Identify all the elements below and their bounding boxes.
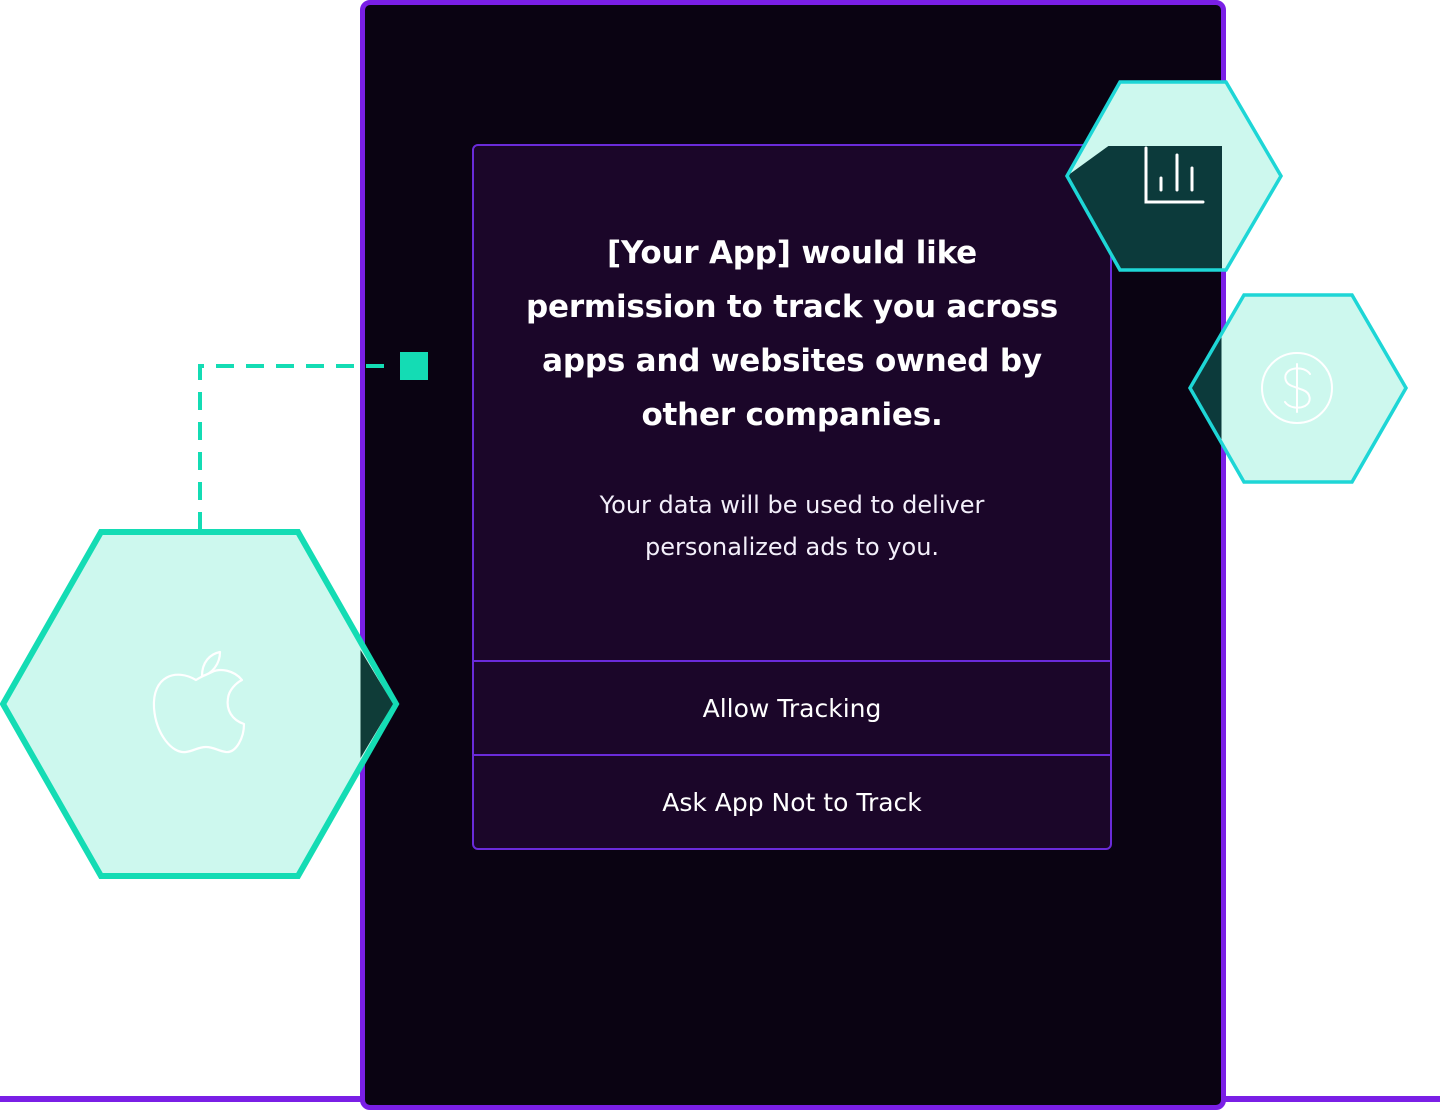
- divider: [474, 660, 1110, 662]
- dialog-message: Your data will be used to deliver person…: [599, 491, 985, 561]
- allow-tracking-button[interactable]: Allow Tracking: [702, 693, 882, 723]
- apple-logo-icon: [152, 650, 246, 754]
- tracking-permission-dialog: [Your App] would like permission to trac…: [472, 144, 1112, 850]
- dollar-icon: [1261, 352, 1333, 424]
- ask-not-to-track-button[interactable]: Ask App Not to Track: [662, 787, 922, 817]
- dialog-title: [Your App] would like permission to trac…: [526, 235, 1058, 433]
- apple-hexagon: [0, 529, 400, 879]
- divider: [474, 754, 1110, 756]
